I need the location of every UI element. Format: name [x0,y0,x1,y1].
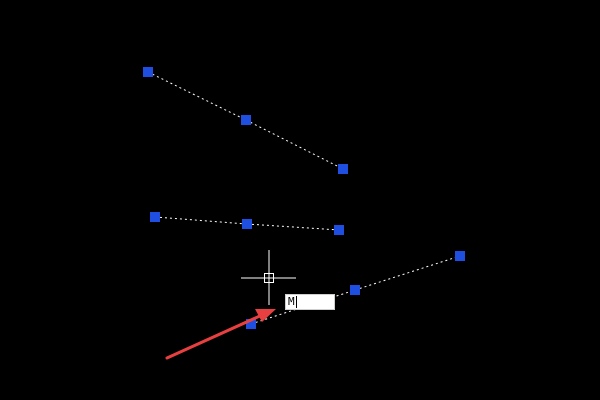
polyline-2-segment-2[interactable] [246,223,340,231]
polyline-1-segment-2[interactable] [245,119,344,170]
annotation-arrow-icon [165,309,276,360]
polyline-2-segment-1[interactable] [154,216,248,225]
polyline-3-segment-2[interactable] [354,255,461,291]
command-input-value: M [288,295,295,308]
polyline-1[interactable] [143,67,348,174]
polyline-1-segment-1[interactable] [147,71,247,121]
grip-2b[interactable] [242,219,252,229]
polyline-3-segment-1[interactable] [250,289,356,325]
polyline-2[interactable] [150,212,344,235]
grip-1b[interactable] [241,115,251,125]
grip-3b[interactable] [350,285,360,295]
grip-3c[interactable] [455,251,465,261]
grip-3a[interactable] [246,319,256,329]
text-caret [295,296,297,308]
polyline-3[interactable] [246,251,465,329]
grip-2a[interactable] [150,212,160,222]
grip-2c[interactable] [334,225,344,235]
grip-1a[interactable] [143,67,153,77]
crosshair-cursor-icon [241,250,296,305]
grip-1c[interactable] [338,164,348,174]
dynamic-command-input[interactable]: M [285,294,335,310]
